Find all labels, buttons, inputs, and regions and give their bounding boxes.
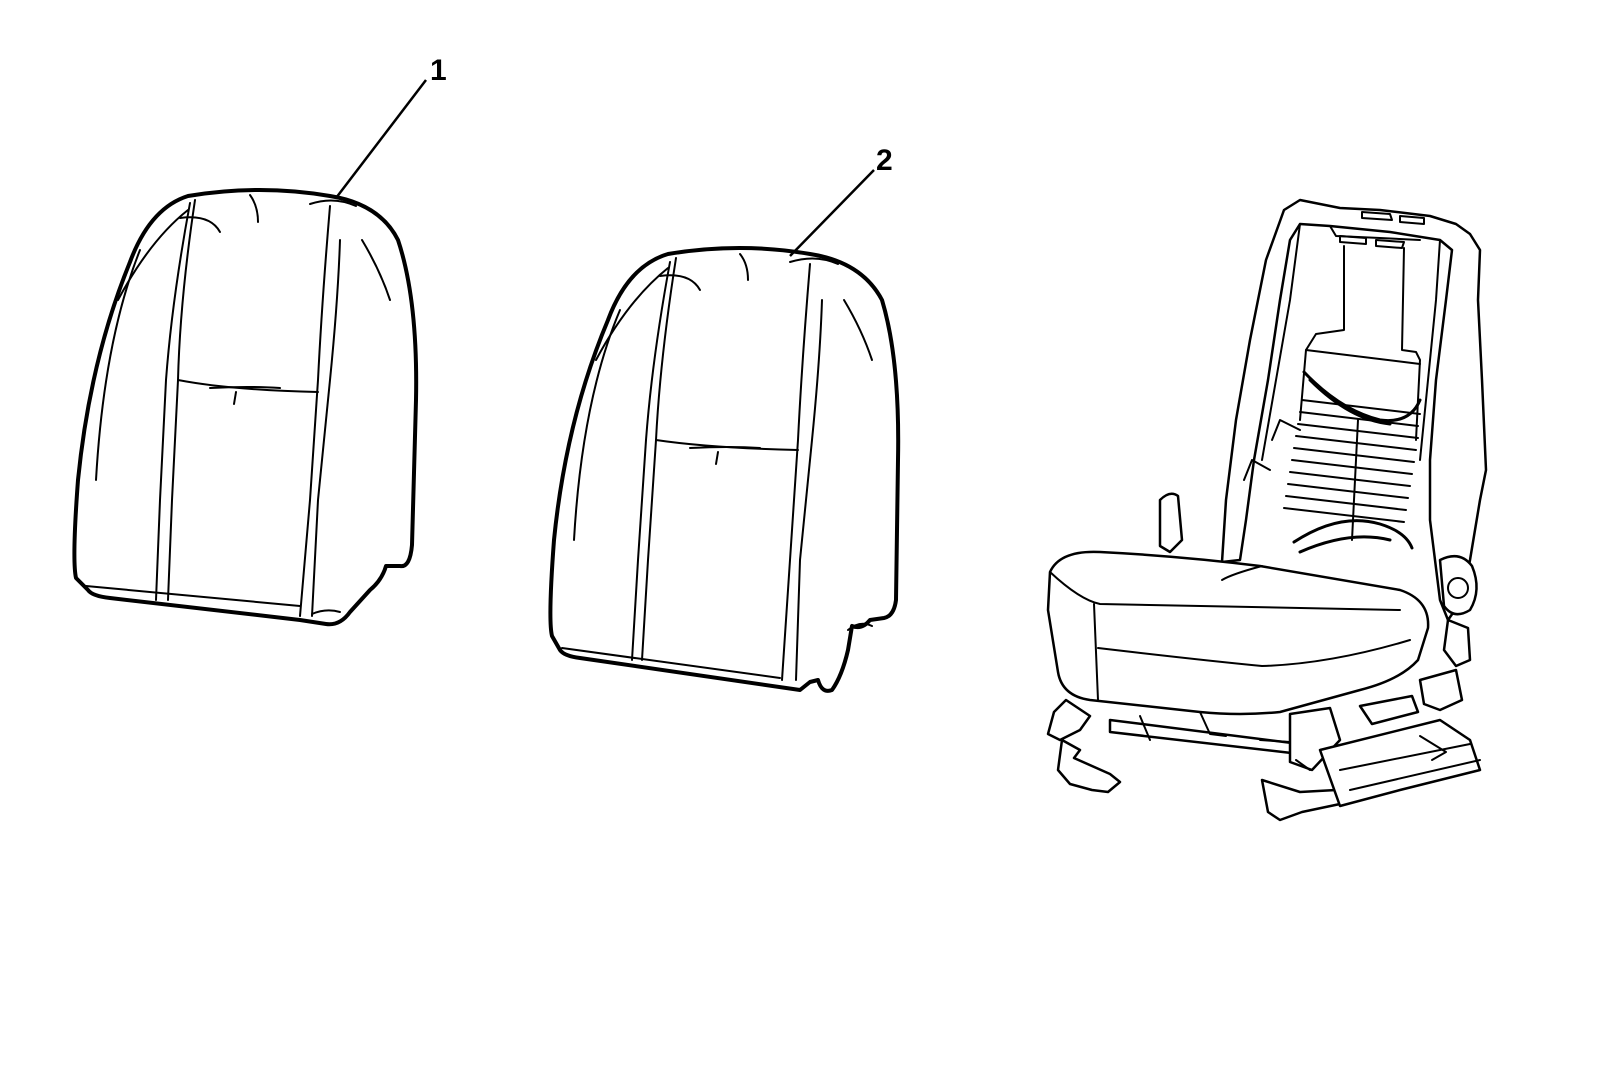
seat-frame-assembly	[1046, 198, 1488, 822]
seatback-cover-1	[72, 188, 419, 627]
callout-label-1: 1	[430, 54, 447, 87]
seatback-cover-2	[548, 246, 901, 693]
leader-line-2	[789, 169, 875, 257]
callout-1: 1	[335, 54, 447, 199]
callout-2: 2	[789, 144, 893, 257]
leader-line-1	[335, 79, 427, 199]
callout-label-2: 2	[876, 144, 893, 177]
